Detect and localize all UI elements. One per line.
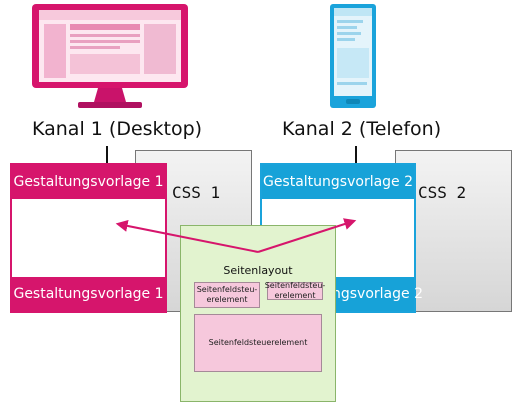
connector-line-phone xyxy=(355,146,357,164)
master-page-1-footer: Gestaltungsvorlage 1 xyxy=(12,277,165,311)
desktop-monitor-icon xyxy=(32,4,188,108)
master-page-1: Gestaltungsvorlage 1 Gestaltungsvorlage … xyxy=(10,163,167,313)
arrow-to-master-page-2 xyxy=(257,218,357,253)
master-page-2-footer-label: ngsvorlage 2 xyxy=(332,286,423,302)
channel-label-desktop: Kanal 1 (Desktop) xyxy=(32,118,203,140)
master-page-1-header: Gestaltungsvorlage 1 xyxy=(12,165,165,199)
page-field-control-3: Seitenfeldsteuerelement xyxy=(194,314,322,372)
page-field-control-1: Seitenfeldsteu-erelement xyxy=(194,282,260,308)
master-page-2-header: Gestaltungsvorlage 2 xyxy=(262,165,414,199)
connector-line-desktop xyxy=(106,146,108,164)
page-field-control-2: Seitenfeldsteu-erelement xyxy=(264,281,326,300)
page-layout: Seitenlayout Seitenfeldsteu-erelement Se… xyxy=(180,225,336,402)
css-file-1-label: CSS 1 xyxy=(172,183,221,202)
page-layout-title: Seitenlayout xyxy=(223,264,293,277)
channel-label-phone: Kanal 2 (Telefon) xyxy=(282,118,442,140)
arrow-to-master-page-1 xyxy=(115,219,259,253)
css-file-2-label: CSS 2 xyxy=(418,183,467,202)
phone-icon xyxy=(330,4,376,108)
